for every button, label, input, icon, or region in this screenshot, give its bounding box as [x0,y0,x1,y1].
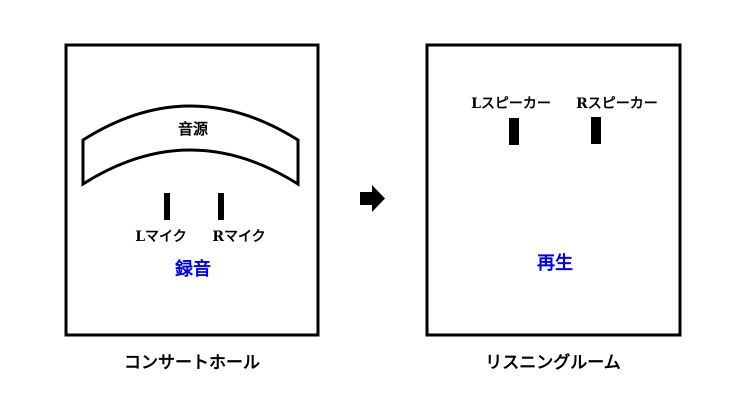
playback-label: 再生 [537,252,573,274]
record-label: 録音 [175,258,211,280]
right-arrow-icon [360,185,385,212]
concert-hall-caption: コンサートホール [124,353,260,373]
mic-left [164,193,170,220]
source-label: 音源 [178,120,208,138]
speaker-right-label: Rスピーカー [576,96,658,112]
listening-room-box [425,43,682,337]
listening-room-caption: リスニングルーム [485,352,621,373]
speaker-right [591,117,601,144]
mic-right [218,193,224,220]
concert-hall-box [64,43,320,337]
sound-source-shape [81,104,300,187]
mic-left-label: Lマイク [135,229,187,245]
speaker-left-label: Lスピーカー [471,96,551,112]
mic-right-label: Rマイク [212,229,265,245]
speaker-left [509,118,519,145]
